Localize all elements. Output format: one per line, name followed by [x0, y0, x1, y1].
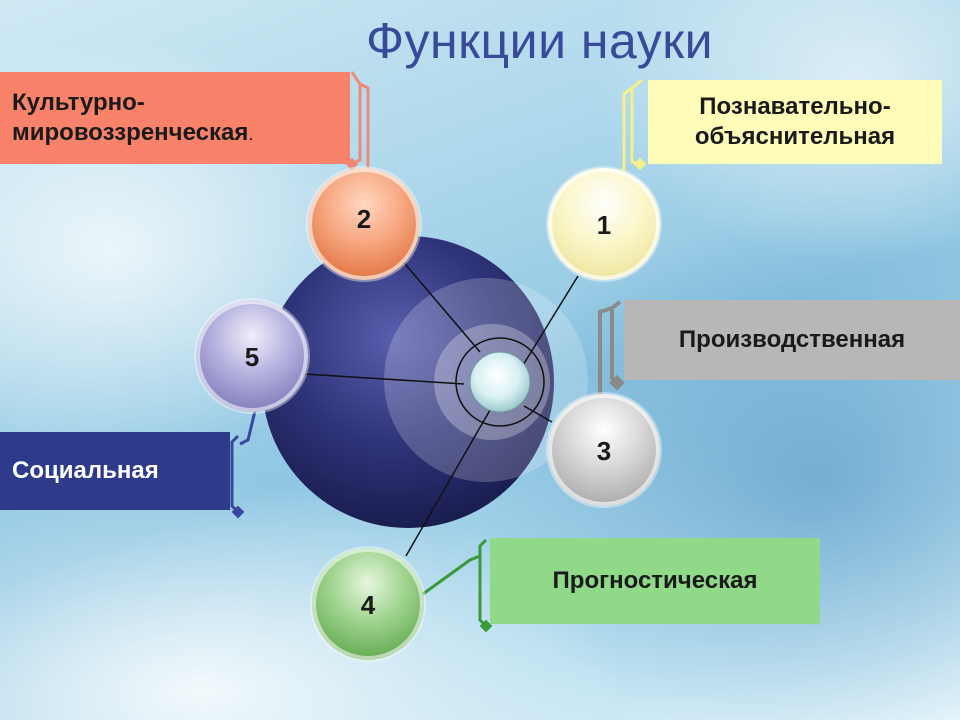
sphere-1-number: 1: [596, 210, 612, 240]
hub-core: [469, 351, 531, 413]
label-cultural-line2: мировоззренческая: [12, 118, 249, 146]
sphere-2-number: 2: [356, 204, 372, 234]
spoke-2: [399, 257, 481, 353]
spoke-1: [519, 275, 579, 371]
slide-title: Функции науки: [366, 13, 714, 69]
sphere-3: 3: [548, 394, 660, 506]
label-production: Производственная: [624, 300, 960, 380]
label-social-text: Социальная: [12, 457, 159, 484]
label-cultural-worldview: Культурно- мировоззренческая.: [0, 72, 350, 164]
sphere-5-number: 5: [244, 342, 260, 372]
label-cognitive-line2: объяснительная: [694, 123, 896, 150]
hub-core-ring: [455, 337, 545, 427]
spoke-3: [523, 405, 553, 423]
sphere-4: 4: [312, 548, 424, 660]
label-cultural-line2-wrap: мировоззренческая.: [12, 118, 253, 149]
hub-sphere: [262, 236, 554, 528]
label-prognostic: Прогностическая: [490, 538, 820, 624]
sphere-5: 5: [196, 300, 308, 412]
sphere-1: 1: [548, 168, 660, 280]
label-prognostic-text: Прогностическая: [552, 567, 758, 594]
sphere-2: 2: [308, 168, 420, 280]
spoke-5: [303, 373, 465, 385]
sphere-4-number: 4: [360, 590, 376, 620]
label-cultural-suffix: .: [248, 123, 254, 144]
sphere-3-number: 3: [596, 436, 612, 466]
label-cognitive-line1: Познавательно-: [699, 93, 891, 120]
spoke-4: [405, 409, 491, 557]
label-social: Социальная: [0, 432, 230, 510]
hub-halo-inner: [434, 324, 550, 440]
label-production-text: Производственная: [678, 326, 906, 353]
label-cognitive-explanatory: Познавательно- объяснительная: [648, 80, 942, 164]
label-cultural-line1: Культурно-: [12, 88, 145, 116]
